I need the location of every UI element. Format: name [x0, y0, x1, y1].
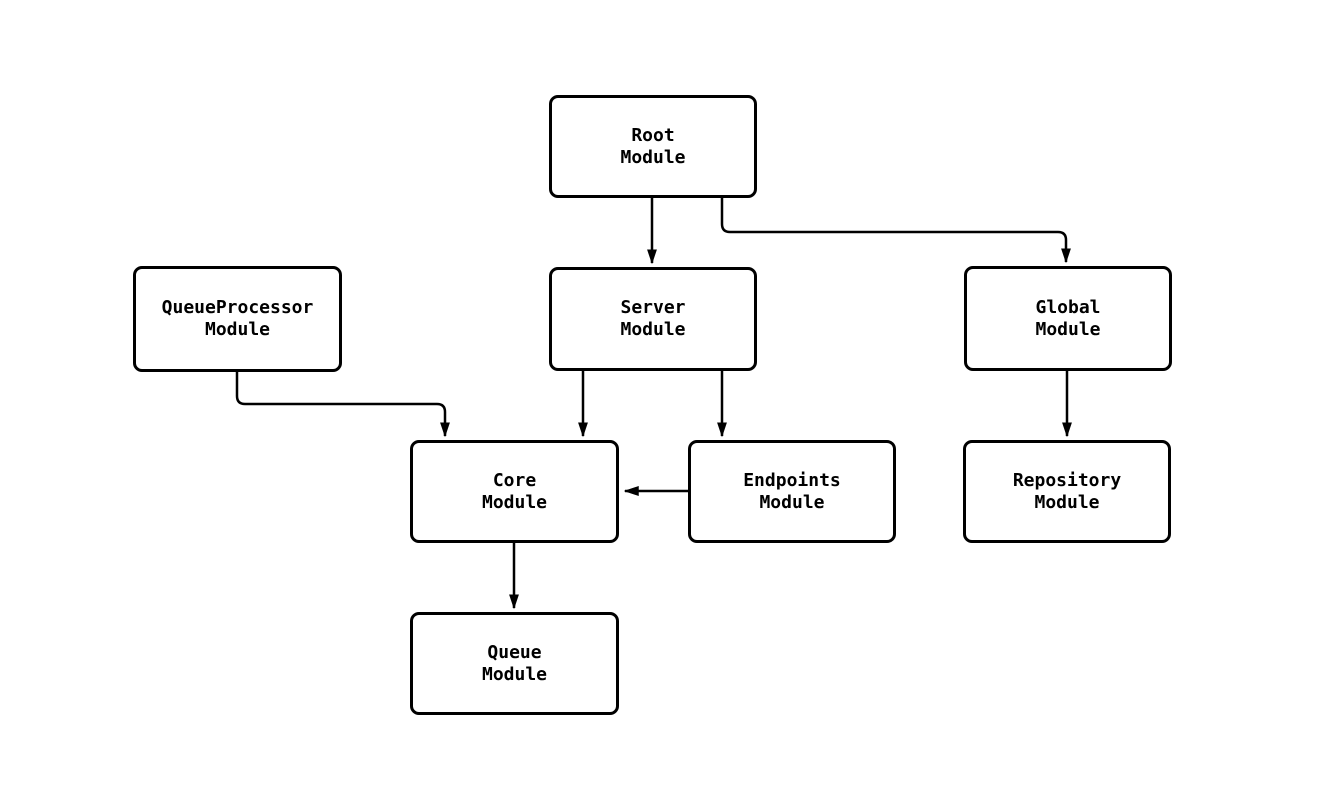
node-queue-module: Queue Module [410, 612, 619, 715]
node-endpoints-module-label: Endpoints Module [743, 469, 841, 513]
node-repository-module-label: Repository Module [1012, 469, 1122, 513]
node-repository-module: Repository Module [963, 440, 1171, 543]
node-root-module: Root Module [549, 95, 757, 198]
node-endpoints-module: Endpoints Module [688, 440, 896, 543]
node-server-module-label: Server Module [620, 297, 686, 340]
node-root-module-label: Root Module [620, 124, 686, 168]
node-core-module: Core Module [410, 440, 619, 543]
node-queueprocessor-module: QueueProcessor Module [133, 266, 342, 372]
node-global-module: Global Module [964, 266, 1172, 371]
edge-queueprocessor-to-core [235, 372, 450, 438]
node-core-module-label: Core Module [481, 469, 548, 513]
node-queue-module-label: Queue Module [481, 641, 548, 685]
node-global-module-label: Global Module [1035, 296, 1101, 340]
node-queueprocessor-module-label: QueueProcessor Module [161, 297, 314, 340]
edge-root-to-global [720, 198, 1071, 264]
node-server-module: Server Module [549, 267, 757, 371]
